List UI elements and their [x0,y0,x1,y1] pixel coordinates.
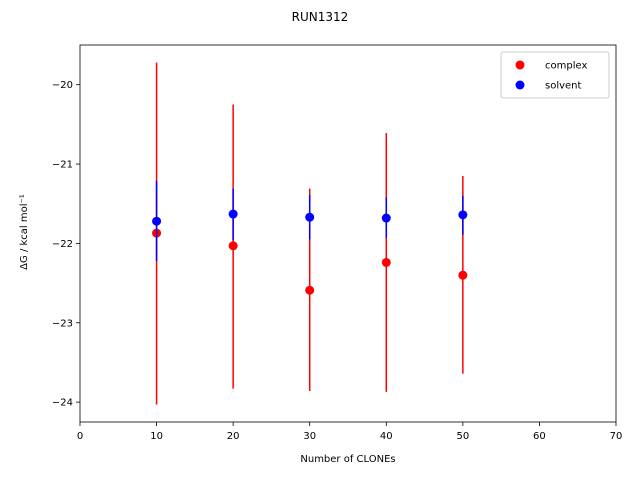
y-axis-ticks: −24 −23 −22 −21 −20 [52,80,80,409]
x-axis-ticks: 0 10 20 30 40 50 60 70 [77,422,623,442]
y-tick-label: −21 [52,160,73,171]
y-axis-label: ΔG / kcal mol⁻¹ [19,194,30,270]
complex-point [305,285,315,295]
complex-point [381,257,391,267]
x-tick-label: 60 [533,431,546,442]
solvent-point [305,212,315,222]
y-tick-label: −24 [52,398,73,409]
x-tick-label: 70 [610,431,623,442]
plot-area [79,44,617,423]
legend-box [500,51,610,99]
axes-frame [79,44,617,423]
series-complex [152,62,468,405]
solvent-point [458,210,468,220]
y-tick-label: −20 [52,80,73,91]
chart-title: RUN1312 [292,10,349,24]
x-tick-label: 50 [456,431,469,442]
legend: complex solvent [500,51,610,99]
legend-marker-solvent [515,80,525,90]
solvent-point [381,213,391,223]
x-tick-label: 30 [303,431,316,442]
complex-point [458,270,468,280]
series-solvent [152,180,468,261]
y-tick-label: −23 [52,318,73,329]
solvent-point [228,209,238,219]
solvent-point [152,216,162,226]
x-tick-label: 0 [77,431,83,442]
legend-marker-complex [515,60,525,70]
x-tick-label: 10 [150,431,163,442]
x-tick-label: 20 [227,431,240,442]
legend-label-solvent: solvent [545,81,582,92]
complex-point [228,241,238,251]
y-tick-label: −22 [52,239,73,250]
x-axis-label: Number of CLONEs [300,454,395,465]
x-tick-label: 40 [380,431,393,442]
legend-label-complex: complex [545,61,587,72]
series-layer [152,62,468,405]
